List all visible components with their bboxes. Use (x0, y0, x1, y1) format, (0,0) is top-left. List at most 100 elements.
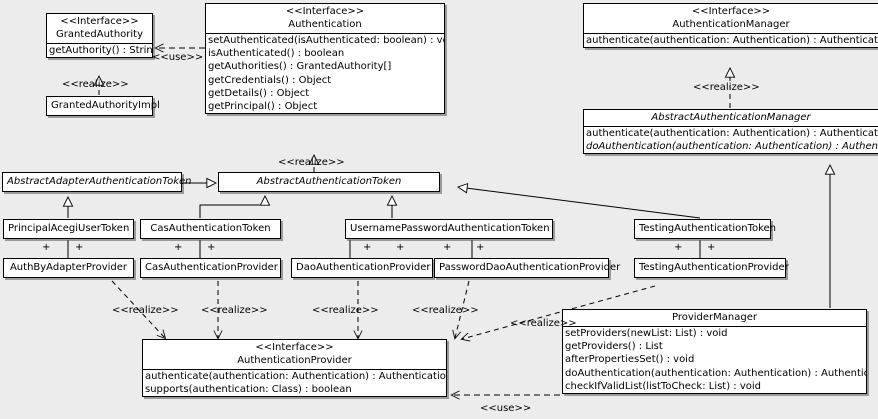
class-name: ProviderManager (671, 312, 757, 323)
method-compartment: setProviders(newList: List) : void getPr… (563, 327, 866, 393)
method-item: doAuthentication(authentication: Authent… (586, 141, 878, 153)
relationship-label-realize-abstract-authentication-token: <<realize>> (278, 157, 345, 168)
class-header: CasAuthenticationToken (141, 220, 280, 238)
multiplicity-marker: + (75, 242, 84, 253)
relationship-label-realize-cas-provider: <<realize>> (201, 305, 268, 316)
class-header: AbstractAdapterAuthenticationToken (3, 173, 192, 191)
class-testing-authentication-provider[interactable]: TestingAuthenticationProvider (634, 258, 789, 278)
class-name: DaoAuthenticationProvider (296, 262, 431, 273)
multiplicity-marker: + (707, 242, 716, 253)
class-abstract-authentication-token[interactable]: AbstractAuthenticationToken (218, 172, 440, 192)
class-name: AbstractAdapterAuthenticationToken (7, 176, 192, 187)
class-name: CasAuthenticationProvider (145, 262, 278, 273)
class-name: Authentication (288, 19, 362, 30)
method-item: setProviders(newList: List) : void (565, 328, 728, 339)
relationship-label-use-provider-manager: <<use>> (480, 403, 532, 414)
method-item: getDetails() : Object (208, 87, 310, 99)
multiplicity-marker: + (396, 242, 405, 253)
method-item: checkIfValidList(listToCheck: List) : vo… (565, 380, 762, 392)
relationship-label-realize-testing-provider: <<realize>> (510, 318, 577, 329)
class-header: <<Interface>> Authentication (206, 4, 444, 33)
class-name: TestingAuthenticationToken (639, 223, 777, 234)
class-granted-authority-impl[interactable]: GrantedAuthorityImpl (46, 96, 160, 116)
class-header: PrincipalAcegiUserToken (4, 220, 133, 238)
multiplicity-marker: + (207, 242, 216, 253)
multiplicity-marker: + (443, 242, 452, 253)
compartment-divider (47, 43, 152, 44)
stereotype-label: <<Interface>> (60, 16, 139, 27)
method-item: authenticate(authentication: Authenticat… (586, 35, 878, 46)
compartment-divider (584, 33, 878, 34)
compartment-divider (143, 369, 446, 370)
class-header: DaoAuthenticationProvider (292, 259, 432, 277)
class-name: AuthByAdapterProvider (9, 262, 128, 273)
multiplicity-marker: + (476, 242, 485, 253)
method-compartment: authenticate(authentication: Authenticat… (584, 34, 878, 47)
class-header: AbstractAuthenticationToken (219, 173, 439, 191)
class-auth-by-adapter-provider[interactable]: AuthByAdapterProvider (3, 258, 134, 278)
class-abstract-adapter-authentication-token[interactable]: AbstractAdapterAuthenticationToken (2, 172, 192, 192)
class-cas-authentication-provider[interactable]: CasAuthenticationProvider (140, 258, 281, 278)
method-item: getAuthority() : String (49, 45, 152, 56)
class-provider-manager[interactable]: ProviderManager setProviders(newList: Li… (562, 309, 867, 395)
relationship-label-realize-abstract-authentication-manager: <<realize>> (693, 82, 760, 93)
method-item: supports(authentication: Class) : boolea… (145, 384, 352, 396)
class-authentication-manager[interactable]: <<Interface>> AuthenticationManager auth… (583, 3, 878, 49)
method-item: getAuthorities() : GrantedAuthority[] (208, 61, 392, 73)
method-item: authenticate(authentication: Authenticat… (145, 371, 446, 382)
compartment-divider (206, 33, 444, 34)
class-header: <<Interface>> AuthenticationManager (584, 4, 878, 33)
method-item: getProviders() : List (565, 341, 663, 353)
class-password-dao-authentication-provider[interactable]: PasswordDaoAuthenticationProvider (434, 258, 621, 278)
class-authentication-provider[interactable]: <<Interface>> AuthenticationProvider aut… (142, 339, 447, 398)
method-item: authenticate(authentication: Authenticat… (586, 128, 878, 139)
class-header: AuthByAdapterProvider (4, 259, 133, 277)
multiplicity-marker: + (42, 242, 51, 253)
class-name: CasAuthenticationToken (150, 223, 271, 234)
class-name: PasswordDaoAuthenticationProvider (439, 262, 621, 273)
method-item: afterPropertiesSet() : void (565, 354, 695, 366)
method-item: getCredentials() : Object (208, 74, 332, 86)
class-header: UsernamePasswordAuthenticationToken (346, 220, 552, 238)
class-name: GrantedAuthorityImpl (51, 100, 160, 111)
class-name: PrincipalAcegiUserToken (8, 223, 130, 234)
method-item: doAuthentication(authentication: Authent… (565, 367, 866, 379)
class-dao-authentication-provider[interactable]: DaoAuthenticationProvider (291, 258, 433, 278)
class-authentication[interactable]: <<Interface>> Authentication setAuthenti… (205, 3, 445, 115)
stereotype-label: <<Interface>> (691, 6, 771, 17)
class-header: TestingAuthenticationToken (635, 220, 777, 238)
multiplicity-marker: + (174, 242, 183, 253)
method-compartment: authenticate(authentication: Authenticat… (584, 127, 878, 153)
class-principal-acegi-user-token[interactable]: PrincipalAcegiUserToken (3, 219, 134, 239)
class-header: TestingAuthenticationProvider (635, 259, 789, 277)
class-username-password-authentication-token[interactable]: UsernamePasswordAuthenticationToken (345, 219, 553, 239)
class-name: AuthenticationManager (672, 19, 790, 30)
method-compartment: authenticate(authentication: Authenticat… (143, 370, 446, 396)
method-compartment: setAuthenticated(isAuthenticated: boolea… (206, 34, 444, 113)
class-header: GrantedAuthorityImpl (47, 97, 160, 115)
stereotype-label: <<Interface>> (255, 342, 334, 353)
class-testing-authentication-token[interactable]: TestingAuthenticationToken (634, 219, 777, 239)
multiplicity-marker: + (363, 242, 372, 253)
compartment-divider (584, 126, 878, 127)
method-item: getPrincipal() : Object (208, 101, 318, 113)
relationship-label-realize-password-dao-provider: <<realize>> (412, 305, 479, 316)
class-abstract-authentication-manager[interactable]: AbstractAuthenticationManager authentica… (583, 109, 878, 155)
class-granted-authority[interactable]: <<Interface>> GrantedAuthority getAuthor… (46, 13, 153, 59)
class-name: AuthenticationProvider (237, 355, 352, 366)
class-header: <<Interface>> GrantedAuthority (47, 14, 152, 43)
class-cas-authentication-token[interactable]: CasAuthenticationToken (140, 219, 281, 239)
class-header: <<Interface>> AuthenticationProvider (143, 340, 446, 369)
class-header: AbstractAuthenticationManager (584, 110, 878, 126)
relationship-label-realize-dao-provider: <<realize>> (312, 305, 379, 316)
class-header: PasswordDaoAuthenticationProvider (435, 259, 621, 277)
relationship-label-realize-auth-by-adapter: <<realize>> (112, 305, 179, 316)
class-name: AbstractAuthenticationToken (256, 176, 402, 187)
relationship-label-use-granted-authority: <<use>> (152, 52, 204, 63)
class-name: GrantedAuthority (55, 29, 144, 40)
multiplicity-marker: + (674, 242, 683, 253)
stereotype-label: <<Interface>> (285, 6, 365, 17)
method-compartment: getAuthority() : String (47, 44, 152, 57)
class-name: TestingAuthenticationProvider (639, 262, 789, 273)
